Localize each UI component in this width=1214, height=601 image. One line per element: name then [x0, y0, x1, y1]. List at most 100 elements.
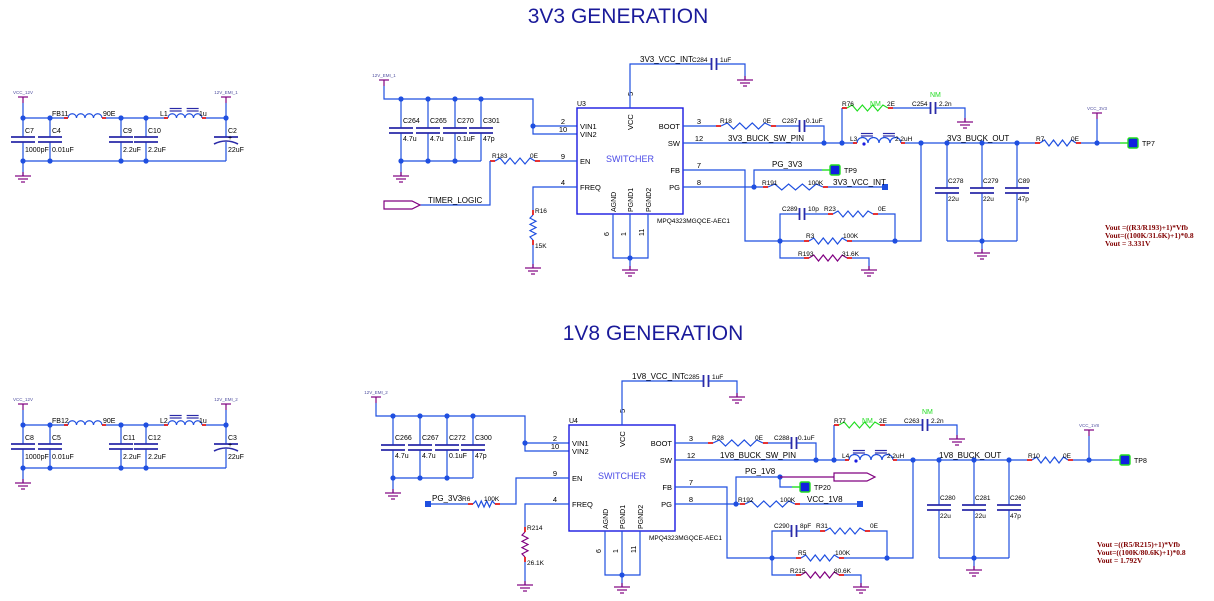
resistor-zigzag — [520, 531, 530, 558]
label: C285 — [684, 374, 700, 381]
pin-number: 2 — [553, 434, 557, 443]
pin-number: 2 — [561, 117, 565, 126]
junction-dot — [910, 457, 916, 463]
power-port-label: 12V_EMI_1 — [214, 90, 238, 95]
junction-dot — [118, 115, 124, 121]
pin-name: VIN1 — [572, 439, 589, 448]
label: U4 — [569, 418, 578, 425]
label: 100K — [843, 233, 859, 240]
wire — [717, 63, 746, 80]
resistor-zigzag — [472, 499, 496, 509]
pin-number: 7 — [689, 478, 693, 487]
wire — [771, 530, 791, 558]
label: 100K — [484, 496, 500, 503]
resistor-zigzag — [808, 237, 848, 245]
sec2-regulator: 12V_EMI_2C2664.7uC2674.7uC2720.1uFC30047… — [364, 372, 1186, 594]
label: C3 — [228, 435, 237, 442]
label: C301 — [483, 118, 500, 125]
label: C260 — [1010, 495, 1026, 502]
label: 0E — [1063, 453, 1072, 460]
sec1-regulator: 12V_EMI_1C2644.7uC2654.7uC2700.1uFC30147… — [372, 55, 1194, 277]
wire — [383, 86, 577, 135]
label: 100K — [835, 550, 851, 557]
label: 1uF — [720, 57, 731, 64]
label: 22uF — [228, 454, 244, 461]
label: R16 — [535, 208, 547, 215]
pin-name: FREQ — [572, 500, 593, 509]
label: 1V8_BUCK_SW_PIN — [720, 451, 796, 460]
label: 0.1uF — [806, 118, 823, 125]
junction-dot — [223, 422, 229, 428]
label: 4.7u — [430, 136, 444, 143]
wire — [936, 107, 966, 122]
label: 2E — [887, 101, 896, 108]
label: 1V8_VCC_INT — [632, 372, 685, 381]
wire — [683, 169, 780, 242]
label: R183 — [492, 153, 508, 160]
label: 0E — [763, 118, 772, 125]
label: C279 — [983, 178, 999, 185]
label: 22u — [948, 196, 959, 203]
resistor-zigzag — [808, 254, 848, 262]
inductor-coil — [67, 113, 103, 119]
label: 47p — [483, 136, 495, 143]
label: 8pF — [800, 523, 811, 530]
label: C5 — [52, 435, 61, 442]
label: 3V3_BUCK_SW_PIN — [728, 134, 804, 143]
wire — [928, 424, 958, 439]
label: C254 — [912, 101, 928, 108]
label: C9 — [123, 128, 132, 135]
label: 90E — [103, 418, 116, 425]
not-mounted-label: NM — [930, 92, 941, 99]
wire — [524, 503, 569, 527]
power-port-label: VCC_1V8 — [1079, 423, 1100, 428]
label: C265 — [430, 118, 447, 125]
label: 3V3_VCC_INT — [833, 178, 886, 187]
label: PG_1V8 — [745, 467, 776, 476]
label: C4 — [52, 128, 61, 135]
section-title-3v3: 3V3 GENERATION — [528, 5, 709, 28]
label: 47p — [475, 453, 487, 460]
label: 90E — [103, 111, 116, 118]
wire — [735, 476, 780, 504]
junction-dot — [143, 422, 149, 428]
pin-name: SW — [668, 139, 681, 148]
label: 31.6K — [842, 251, 860, 258]
wire — [779, 477, 792, 488]
label: C270 — [457, 118, 474, 125]
label: R10 — [1028, 453, 1040, 460]
vout-formula-line: Vout = 1.792V — [1097, 556, 1143, 565]
pin-number: 6 — [604, 232, 611, 236]
capacitor-plate-curved — [213, 447, 239, 452]
label: 0.1uF — [449, 453, 467, 460]
test-point-pad — [799, 481, 811, 493]
junction-dot — [20, 422, 26, 428]
label: 2.2n — [939, 101, 952, 108]
not-mounted-label: NM — [870, 101, 881, 108]
label: 22u — [940, 513, 951, 520]
inductor-coil — [856, 136, 902, 144]
test-point-pad — [1127, 137, 1139, 149]
label: C8 — [25, 435, 34, 442]
pin-name: SW — [660, 456, 673, 465]
resistor-zigzag — [846, 104, 889, 112]
capacitor-plate-curved — [213, 140, 239, 145]
junction-dot — [522, 440, 528, 446]
label: PG_3V3 — [432, 494, 463, 503]
label: R6 — [462, 496, 471, 503]
pin-name: PGND1 — [620, 505, 627, 529]
pin-name: BOOT — [651, 439, 673, 448]
polarity-dot — [854, 459, 858, 463]
pin-number: 1 — [613, 549, 620, 553]
test-point-label: TP20 — [814, 485, 831, 492]
port-arrow-icon — [383, 200, 422, 210]
label: 80.6K — [834, 568, 852, 575]
label: R76 — [842, 101, 854, 108]
label: 10p — [808, 206, 819, 213]
wire — [852, 143, 922, 242]
power-port-label: VCC_12V — [13, 397, 33, 402]
label: 2.2uF — [148, 147, 166, 154]
resistor-zigzag — [824, 527, 866, 535]
vout-formula-line: Vout = 3.331V — [1105, 239, 1151, 248]
